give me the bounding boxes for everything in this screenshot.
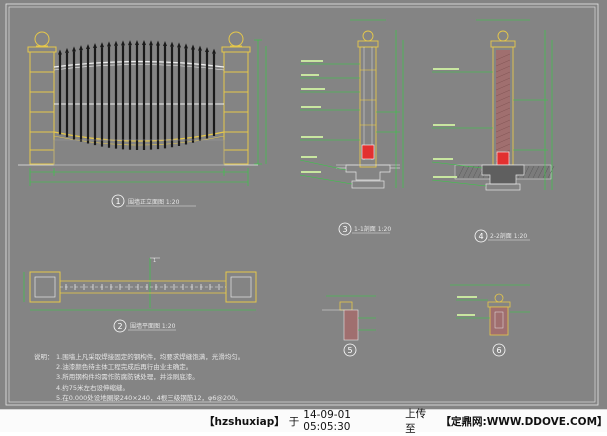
view-1-title: 围墙正立面图 1:20 [128, 198, 180, 206]
upload-text-a: 于 [288, 415, 300, 428]
note-item: 3.所用钢构件均需作防腐防锈处理，并涂刷底漆。 [56, 373, 199, 382]
view-6-number: 6 [496, 346, 501, 355]
view-1-marker [111, 194, 125, 208]
note-item: 5.在0.000处设地圈梁240×240，4根三级钢筋12，φ6@200。 [56, 393, 242, 402]
view-1-number: 1 [115, 197, 120, 206]
svg-text:1: 1 [153, 258, 156, 264]
left-pillar [27, 31, 57, 165]
notes-label: 说明： [34, 353, 54, 361]
detail-6-view: 6 [450, 284, 530, 357]
upload-text-b: 上传至 [405, 408, 427, 435]
view-2-marker [113, 319, 127, 333]
detail-5-view: 5 [322, 295, 376, 357]
view-5-marker [343, 343, 357, 357]
view-4-number: 4 [478, 232, 483, 241]
note-item: 4.约75米左右设伸缩缝。 [56, 383, 129, 392]
view-2-number: 2 [117, 322, 122, 331]
section-1-1-view: 3 1-1剖面 1:20 [299, 19, 404, 236]
drawing-frame [5, 3, 599, 406]
section-2-2-view: 4 2-2剖面 1:20 [431, 19, 555, 243]
construction-notes: 说明： 1.围墙上凡采取焊接固定的钢构件，均要求焊缝饱满，光滑均匀。 2.油漆颜… [34, 352, 244, 403]
view-5-number: 5 [347, 346, 352, 355]
site-name[interactable]: 【定鼎网:WWW.DDOVE.COM】 [440, 415, 607, 428]
uploader-name: 【hzshuxiap】 [204, 415, 285, 428]
view-2-title: 围墙平面图 1:20 [130, 322, 176, 330]
upload-info-bar: 【hzshuxiap】 于 14-09-01 05:05:30 上传至 【定鼎网… [0, 408, 607, 435]
gate-elevation-view: 1 围墙正立面图 1:20 [18, 31, 267, 208]
view-3-title: 1-1剖面 1:20 [354, 225, 391, 233]
note-item: 2.油漆颜色待主体工程完成后再行由业主确定。 [56, 363, 193, 372]
note-item: 1.围墙上凡采取焊接固定的钢构件，均要求焊缝饱满，光滑均匀。 [56, 353, 245, 361]
gate-plan-view: 1 2 围墙平面图 1:20 [23, 257, 257, 333]
upload-datetime: 14-09-01 05:05:30 [303, 409, 351, 433]
view-3-number: 3 [342, 225, 347, 234]
view-4-marker [474, 229, 488, 243]
view-3-marker [338, 222, 352, 236]
view-4-title: 2-2剖面 1:20 [490, 232, 527, 240]
view-6-marker [492, 343, 506, 357]
right-pillar [221, 31, 251, 165]
gate-railing [53, 40, 225, 150]
